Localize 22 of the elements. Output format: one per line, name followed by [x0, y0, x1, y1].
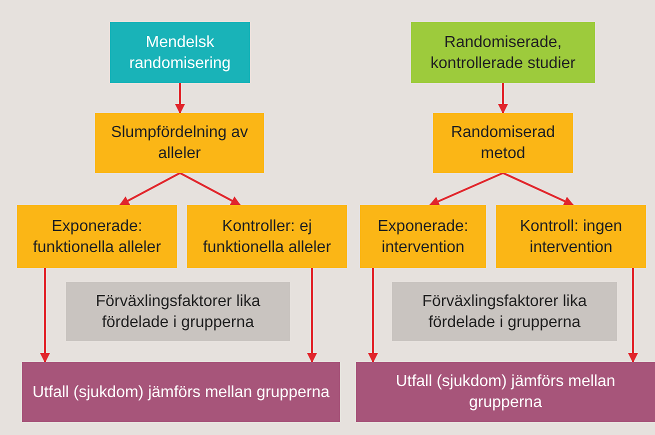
arrow: [175, 83, 185, 114]
arrow: [628, 268, 638, 363]
method-box: Mendelsk randomisering: [110, 22, 250, 83]
note-box: Förväxlingsfaktorer lika fördelade i grupperna: [392, 282, 617, 341]
arrow: [40, 268, 50, 363]
arrow: [119, 172, 180, 206]
arrow: [307, 268, 317, 363]
arrow: [502, 172, 574, 206]
arrow: [498, 83, 508, 114]
note-box: Förväxlingsfaktorer lika fördelade i grupperna: [66, 282, 290, 341]
outcome-box: Utfall (sjukdom) jämförs mellan grupperna: [356, 362, 655, 422]
arrow: [180, 172, 241, 206]
process-box: Kontroller: ej funktionella alleler: [187, 205, 347, 268]
outcome-box: Utfall (sjukdom) jämförs mellan grupperna: [22, 362, 340, 422]
arrow: [368, 268, 378, 363]
arrow: [429, 172, 504, 206]
process-box: Exponerade: funktionella alleler: [17, 205, 177, 268]
process-box: Kontroll: ingen intervention: [496, 205, 646, 268]
process-box: Randomiserad metod: [433, 113, 573, 173]
process-box: Exponerade: intervention: [360, 205, 486, 268]
method-box: Randomiserade, kontrollerade studier: [411, 22, 595, 83]
process-box: Slumpfördelning av alleler: [95, 113, 264, 173]
